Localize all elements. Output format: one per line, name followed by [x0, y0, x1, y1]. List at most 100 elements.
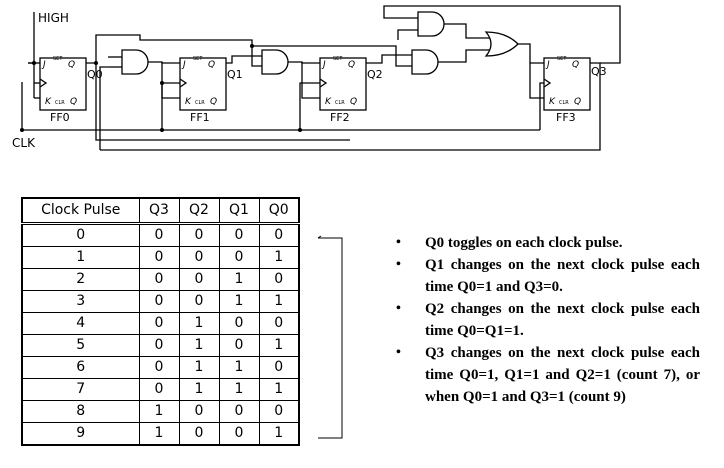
cell-q2: 1	[178, 378, 220, 401]
cell-q0: 1	[258, 422, 300, 446]
cell-q1: 1	[218, 356, 260, 379]
col-header-q3: Q3	[138, 197, 180, 225]
col-header-q0: Q0	[258, 197, 300, 225]
cell-q0: 1	[258, 290, 300, 313]
cell-q0: 0	[258, 356, 300, 379]
q3-label: Q3	[591, 65, 607, 78]
cell-q0: 0	[258, 312, 300, 335]
svg-text:J: J	[41, 60, 46, 70]
cell-q3: 1	[138, 422, 180, 446]
svg-text:Q: Q	[68, 60, 75, 70]
svg-text:K: K	[45, 97, 52, 107]
svg-text:K: K	[549, 97, 556, 107]
ff0-pins: J K SET CLR Q Q	[41, 56, 77, 107]
cell-q3: 0	[138, 268, 180, 291]
svg-text:J: J	[321, 60, 326, 70]
ff1-clock-triangle	[179, 78, 188, 88]
cell-clock-pulse: 7	[21, 378, 140, 401]
svg-text:SET: SET	[557, 56, 567, 62]
cell-q1: 0	[218, 334, 260, 357]
cell-clock-pulse: 0	[21, 223, 140, 247]
q1-label: Q1	[227, 68, 243, 81]
svg-text:CLR: CLR	[55, 100, 65, 106]
q3-wire	[100, 62, 601, 151]
note-item: Q3 changes on the next clock pulse each …	[394, 342, 700, 408]
ff1-pins: J K SET CLR Q Q	[181, 56, 217, 107]
cell-q2: 0	[178, 290, 220, 313]
cell-clock-pulse: 8	[21, 400, 140, 423]
cell-q3: 0	[138, 290, 180, 313]
ff2-pins: J K SET CLR Q Q	[321, 56, 357, 107]
svg-text:SET: SET	[193, 56, 203, 62]
cell-q2: 0	[178, 223, 220, 247]
ff3-box	[543, 57, 591, 111]
svg-text:CLR: CLR	[335, 100, 345, 106]
cell-q3: 0	[138, 378, 180, 401]
cell-q3: 0	[138, 312, 180, 335]
svg-text:K: K	[325, 97, 332, 107]
svg-text:SET: SET	[53, 56, 63, 62]
cell-q2: 0	[178, 246, 220, 269]
and-gate-2	[261, 49, 289, 75]
note-item: Q2 changes on the next clock pulse each …	[394, 298, 700, 342]
q0-label: Q0	[87, 68, 103, 81]
ff3-label: FF3	[556, 111, 576, 124]
ff3-clock-triangle	[543, 78, 552, 88]
cell-clock-pulse: 9	[21, 422, 140, 446]
col-header-q2: Q2	[178, 197, 220, 225]
ff0-label: FF0	[50, 111, 70, 124]
cell-q2: 0	[178, 400, 220, 423]
cell-q2: 1	[178, 334, 220, 357]
clk-label: CLK	[12, 136, 36, 150]
cell-q1: 0	[218, 422, 260, 446]
ff3-pins: J K SET CLR Q Q	[545, 56, 581, 107]
cell-q2: 0	[178, 268, 220, 291]
cell-q1: 0	[218, 312, 260, 335]
svg-text:J: J	[545, 60, 550, 70]
svg-text:CLR: CLR	[195, 100, 205, 106]
ff2-box	[319, 57, 367, 111]
ff0-clock-triangle	[39, 78, 48, 88]
counter-circuit-diagram: HIGH CLK J K SET CLR Q Q J K SET CLR Q Q…	[12, 5, 621, 151]
col-header-q1: Q1	[218, 197, 260, 225]
note-item: Q1 changes on the next clock pulse each …	[394, 254, 700, 298]
cell-q2: 1	[178, 356, 220, 379]
cell-q3: 0	[138, 356, 180, 379]
and-gate-3	[411, 49, 439, 75]
notes-list: Q0 toggles on each clock pulse.Q1 change…	[394, 232, 700, 408]
svg-text:Q: Q	[574, 97, 581, 107]
cell-q3: 1	[138, 400, 180, 423]
cell-q1: 0	[218, 400, 260, 423]
cell-clock-pulse: 6	[21, 356, 140, 379]
svg-text:Q: Q	[210, 97, 217, 107]
cell-q0: 0	[258, 268, 300, 291]
cell-clock-pulse: 4	[21, 312, 140, 335]
cell-clock-pulse: 5	[21, 334, 140, 357]
cell-q3: 0	[138, 334, 180, 357]
q2-label: Q2	[367, 68, 383, 81]
svg-text:J: J	[181, 60, 186, 70]
col-header-clock-pulse: Clock Pulse	[21, 197, 140, 225]
ff1-label: FF1	[190, 111, 210, 124]
svg-text:Q: Q	[350, 97, 357, 107]
table-header-row: Clock Pulse Q3 Q2 Q1 Q0	[21, 197, 300, 225]
and-gate-1	[121, 49, 149, 75]
or-gate	[484, 31, 519, 57]
cell-q0: 0	[258, 223, 300, 247]
high-line	[28, 12, 35, 64]
cell-clock-pulse: 2	[21, 268, 140, 291]
svg-text:Q: Q	[572, 60, 579, 70]
cell-q0: 1	[258, 378, 300, 401]
ff2-label: FF2	[330, 111, 350, 124]
cell-q2: 0	[178, 422, 220, 446]
ff0-box	[39, 57, 87, 111]
